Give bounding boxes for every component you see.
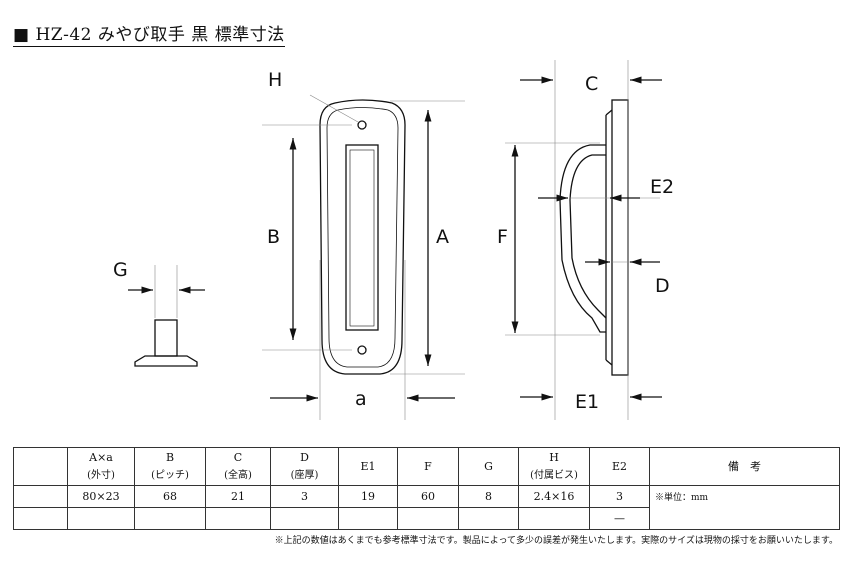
front-view [319, 99, 406, 375]
table-row: 80×23 68 21 3 19 60 8 2.4×16 3 ※単位：mm [13, 485, 840, 530]
label-B: B [267, 226, 280, 248]
label-D: D [655, 275, 670, 297]
label-F: F [497, 226, 508, 248]
label-C: C [585, 73, 598, 95]
label-H: H [268, 69, 282, 91]
label-G: G [113, 259, 128, 281]
label-a: a [355, 388, 367, 410]
dimension-table: A×a(外寸) B(ピッチ) C(全高) D(座厚) E1 F G H(付属ビス… [13, 447, 840, 530]
footnote: ※上記の数値はあくまでも参考標準寸法です。製品によって多少の誤差が発生いたします… [274, 536, 838, 546]
label-E2: E2 [650, 176, 674, 198]
remarks-header: 備 考 [649, 447, 840, 486]
table-row: — [13, 507, 840, 530]
remark-unit: ※単位：mm [649, 485, 840, 530]
side-view [559, 99, 629, 376]
page-title: ■ HZ-42 みやび取手 黒 標準寸法 [13, 20, 285, 47]
screw-view [134, 319, 198, 367]
technical-drawing: H B A a C E2 F D E1 G [113, 60, 674, 420]
label-E1: E1 [575, 391, 599, 413]
label-A: A [436, 226, 449, 248]
table-header-row: A×a(外寸) B(ピッチ) C(全高) D(座厚) E1 F G H(付属ビス… [13, 447, 840, 486]
